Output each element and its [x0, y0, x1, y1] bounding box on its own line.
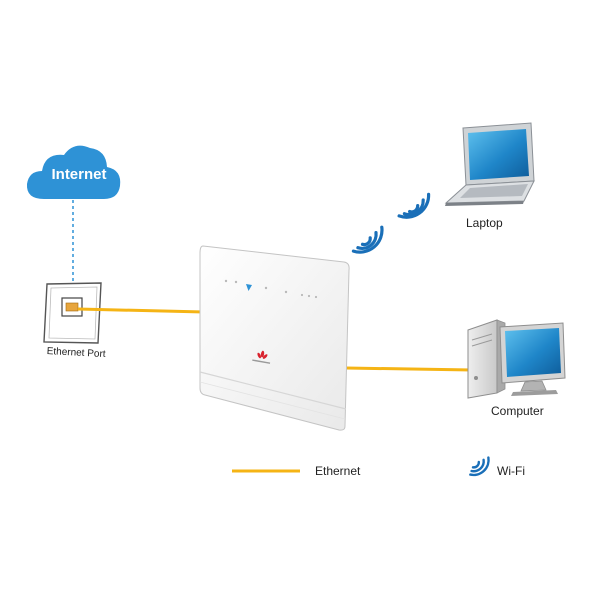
cloud-icon: [26, 145, 121, 199]
router-icon: [199, 245, 350, 431]
ethernet-cable-port-router: [77, 307, 205, 314]
laptop-icon: [444, 122, 535, 206]
wifi-signal-icon-laptop: [397, 192, 431, 219]
desktop-computer-icon: [467, 319, 566, 399]
wifi-signal-icon: [351, 225, 384, 254]
legend-ethernet-label: Ethernet: [315, 464, 361, 478]
router-logo-mark: [252, 350, 271, 364]
ethernet-cable-router-computer: [345, 366, 473, 372]
wall-socket-icon: [43, 282, 102, 344]
computer-label: Computer: [491, 404, 544, 418]
legend-wifi-label: Wi-Fi: [497, 464, 525, 478]
internet-label: Internet: [51, 166, 107, 183]
laptop-label: Laptop: [466, 216, 503, 230]
wifi-icon: [469, 456, 490, 477]
